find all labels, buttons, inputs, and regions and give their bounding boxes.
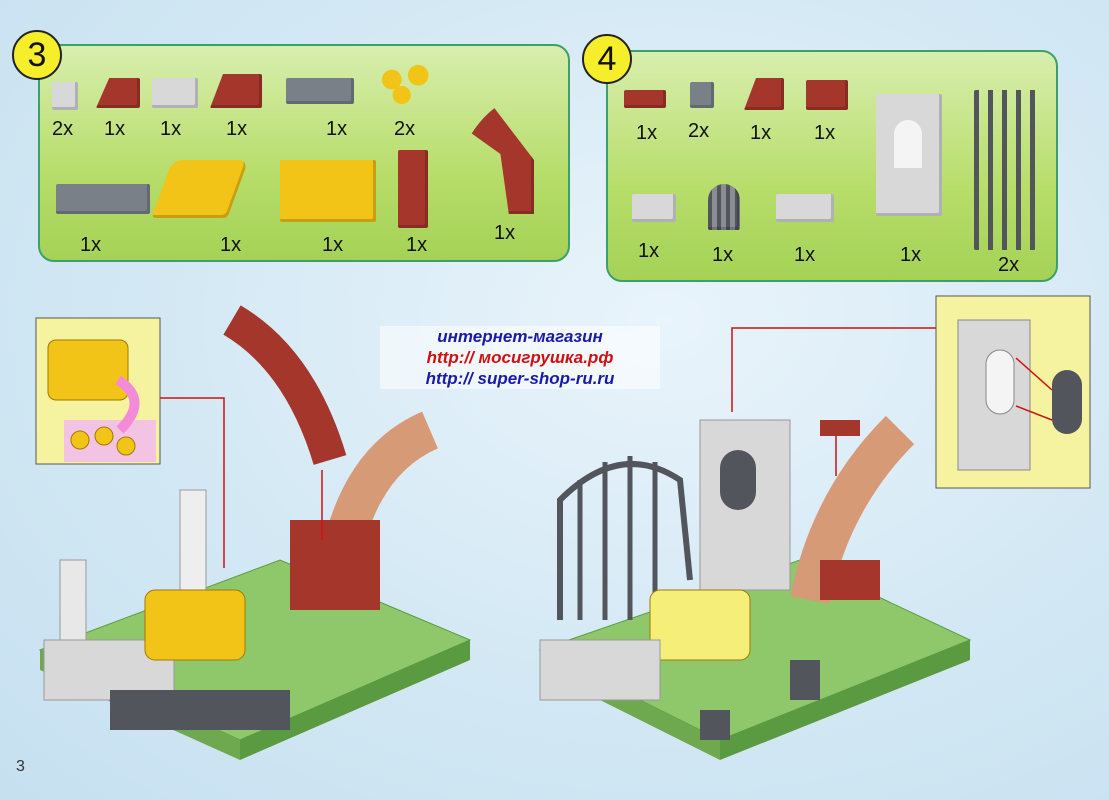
- watermark: интернет-магазин http:// мосигрушка.рф h…: [380, 326, 660, 389]
- count-label: 2x: [394, 118, 416, 140]
- count-label: 1x: [160, 118, 182, 140]
- count-label: 1x: [750, 122, 772, 144]
- page-number: 3: [16, 758, 25, 775]
- watermark-line2: http:// мосигрушка.рф: [426, 348, 614, 367]
- part-coins: [372, 62, 438, 106]
- count-label: 1x: [322, 234, 344, 256]
- step4-model: [538, 415, 972, 760]
- part-1x2-light-gray: [152, 78, 198, 108]
- count-label: 1x: [712, 244, 734, 266]
- inset-window: [935, 295, 1091, 489]
- arrow-chest: [160, 397, 225, 568]
- part-1x4-dark-gray: [286, 78, 354, 104]
- step4-badge: 4: [582, 34, 632, 84]
- part-1x3-light-gray: [776, 194, 834, 222]
- part-chest-base-yellow: [280, 160, 376, 222]
- part-corner-dark-gray: [56, 184, 150, 214]
- count-label: 2x: [52, 118, 74, 140]
- part-1x2-plate-red: [624, 90, 666, 108]
- count-label: 1x: [226, 118, 248, 140]
- inset-chest-coins: [35, 317, 161, 465]
- count-label: 2x: [998, 254, 1020, 276]
- step3-badge: 3: [12, 30, 62, 80]
- count-label: 1x: [494, 222, 516, 244]
- part-window-pane-dark-gray: [708, 184, 740, 230]
- count-label: 1x: [104, 118, 126, 140]
- count-label: 1x: [636, 122, 658, 144]
- part-window-opening: [894, 120, 922, 168]
- count-label: 1x: [220, 234, 242, 256]
- count-label: 1x: [638, 240, 660, 262]
- count-label: 2x: [688, 120, 710, 142]
- count-label: 1x: [326, 118, 348, 140]
- step3-model: [38, 305, 472, 760]
- count-label: 1x: [814, 122, 836, 144]
- part-gate-dark-gray: [974, 90, 1036, 250]
- count-label: 1x: [794, 244, 816, 266]
- count-label: 1x: [406, 234, 428, 256]
- watermark-line3: http:// super-shop-ru.ru: [425, 369, 615, 388]
- part-1x2-red: [806, 80, 848, 110]
- count-label: 1x: [900, 244, 922, 266]
- part-slope-tall-red: [398, 150, 428, 228]
- watermark-line1: интернет-магазин: [437, 327, 603, 346]
- part-1x2-light-gray-s4: [632, 194, 676, 222]
- part-1x1-dark-gray: [690, 82, 714, 108]
- count-label: 1x: [80, 234, 102, 256]
- arrow-wall: [731, 327, 940, 412]
- part-1x1-light-gray: [52, 82, 78, 110]
